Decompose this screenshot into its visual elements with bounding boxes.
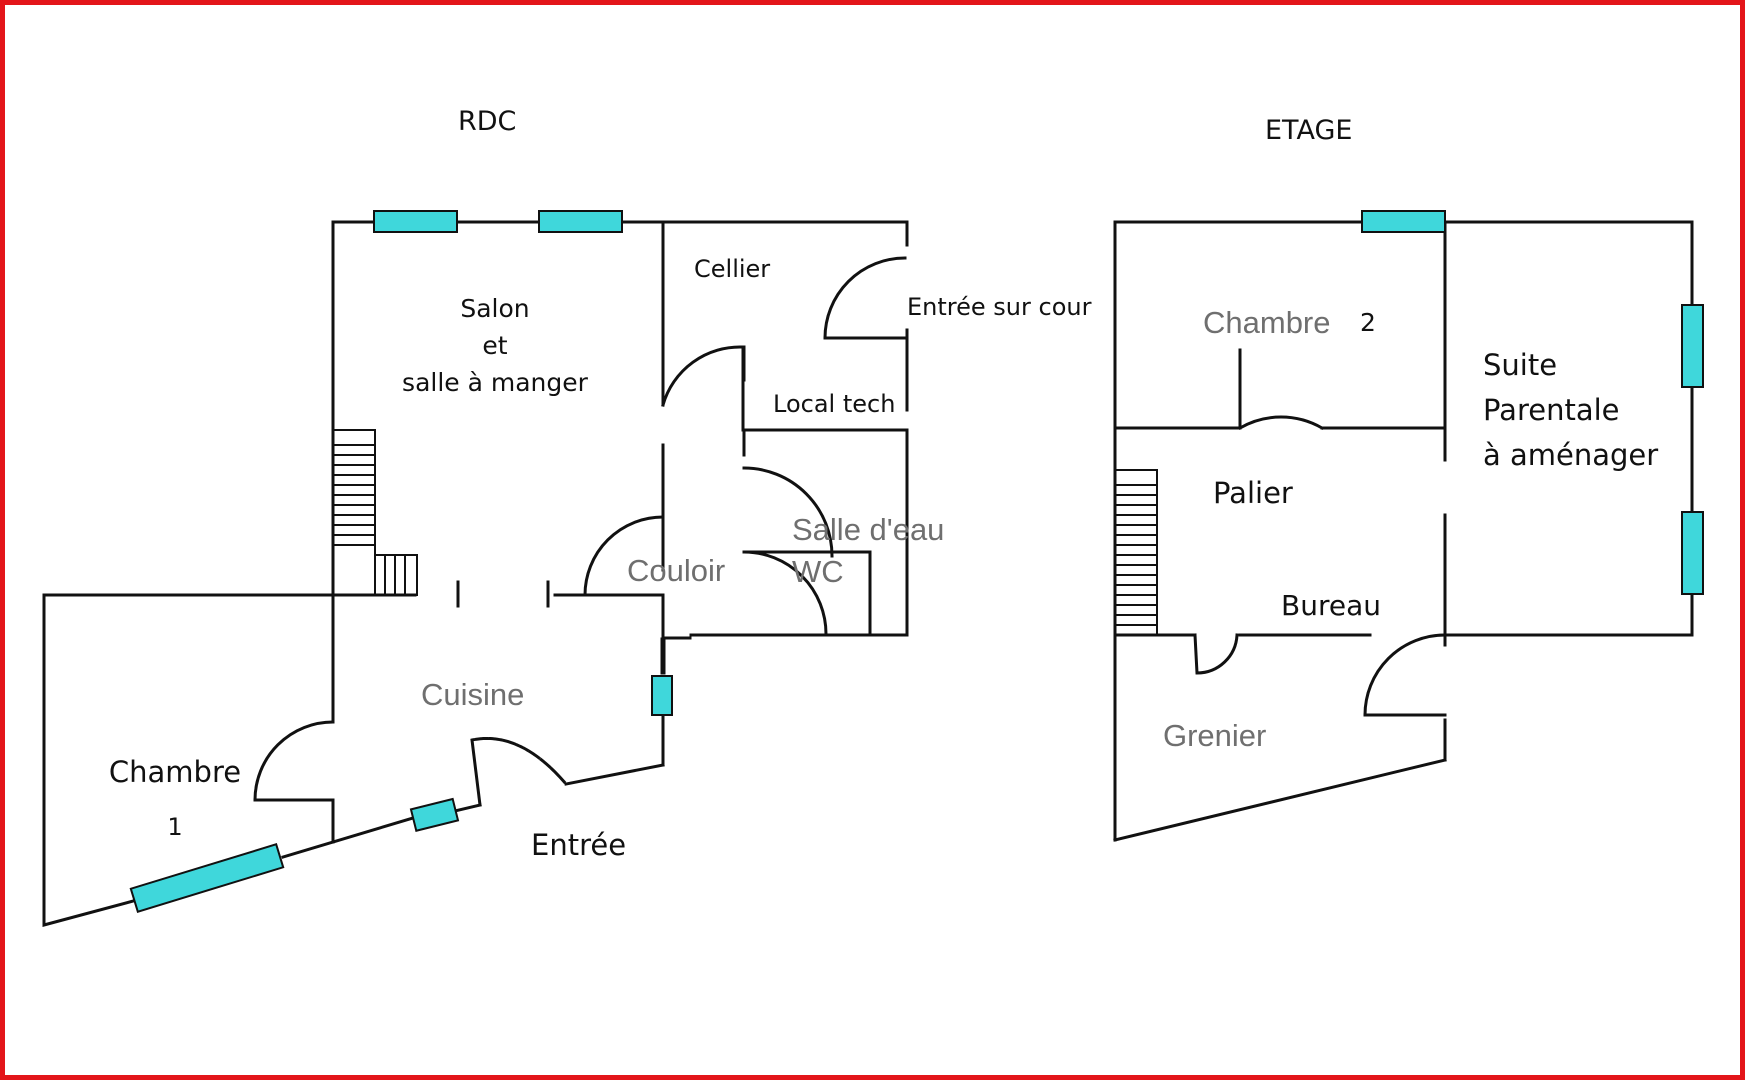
room-chambre1-line: Chambre xyxy=(108,755,242,789)
room-cuisine-label: Cuisine xyxy=(421,677,525,712)
room-salon-line: Salon xyxy=(460,294,530,323)
etage-title: ETAGE xyxy=(1265,115,1353,146)
room-suite-line: à aménager xyxy=(1483,438,1659,472)
room-entree-cour-label: Entrée sur cour xyxy=(907,293,1092,321)
window xyxy=(538,210,623,233)
room-chambre2-label: Chambre xyxy=(1203,305,1331,340)
rdc-stairs xyxy=(332,429,418,596)
window xyxy=(129,843,285,913)
etage-stairs xyxy=(1114,469,1158,636)
etage-doors xyxy=(1193,348,1447,717)
window xyxy=(1681,511,1704,595)
rdc-doors xyxy=(253,256,907,807)
window xyxy=(373,210,458,233)
room-chambre1-label: Chambre 1 xyxy=(100,745,250,855)
room-salle-eau-label: Salle d'eau xyxy=(792,512,945,547)
window xyxy=(651,675,673,716)
room-couloir-label: Couloir xyxy=(627,553,726,588)
room-suite-line: Suite xyxy=(1483,348,1558,382)
room-entree-label: Entrée xyxy=(531,828,627,862)
room-chambre2-number: 2 xyxy=(1360,308,1376,337)
window xyxy=(1361,210,1446,233)
windows xyxy=(129,210,1704,913)
room-wc-label: WC xyxy=(792,554,844,589)
room-salon-line: et xyxy=(482,331,508,360)
room-salon-label: Salon et salle à manger xyxy=(385,290,605,401)
window xyxy=(409,797,460,832)
room-local-tech-label: Local tech xyxy=(773,390,896,418)
window xyxy=(1681,304,1704,388)
room-suite-line: Parentale xyxy=(1483,393,1620,427)
room-bureau-label: Bureau xyxy=(1281,589,1381,622)
rdc-title: RDC xyxy=(458,106,517,137)
room-cellier-label: Cellier xyxy=(694,255,771,283)
room-grenier-label: Grenier xyxy=(1163,718,1267,753)
room-palier-label: Palier xyxy=(1213,476,1293,510)
room-suite-label: Suite Parentale à aménager xyxy=(1483,343,1683,478)
room-salon-line: salle à manger xyxy=(402,368,588,397)
room-chambre1-line: 1 xyxy=(167,813,183,841)
